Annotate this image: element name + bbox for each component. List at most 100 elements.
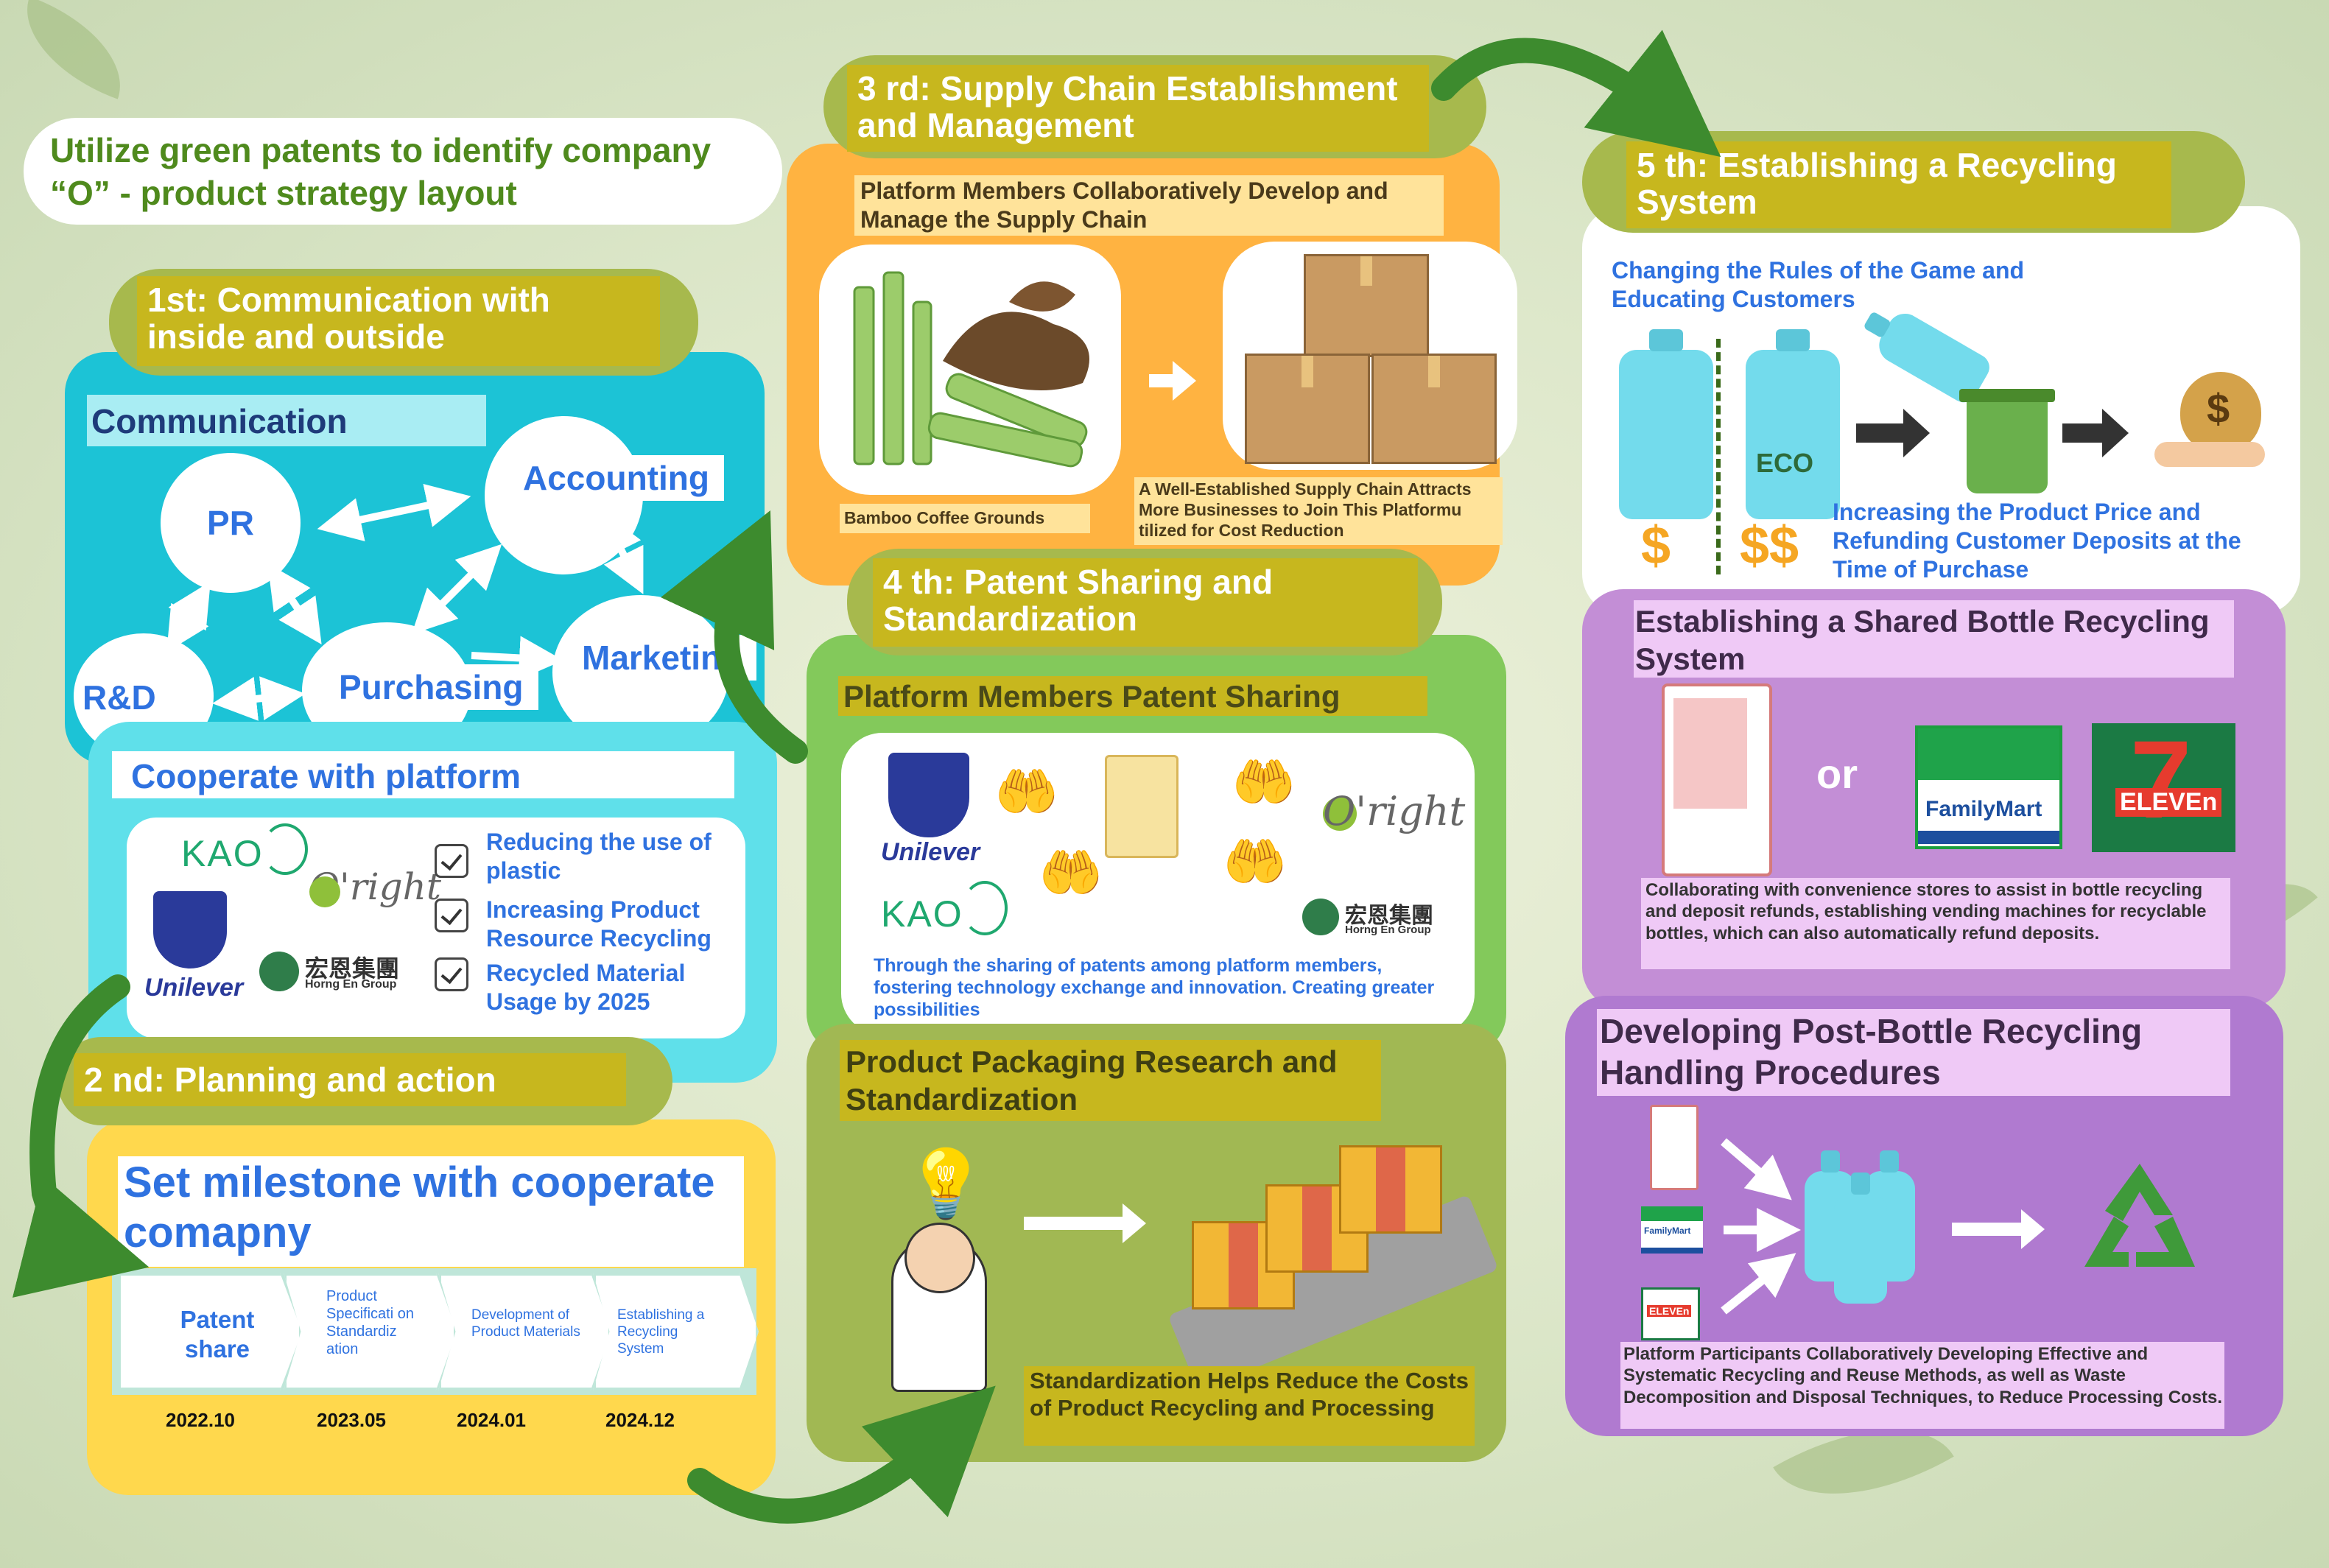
package-box-icon bbox=[1339, 1145, 1442, 1234]
funnel-arrows bbox=[1721, 1138, 1801, 1315]
patent-subtitle: Platform Members Patent Sharing bbox=[843, 679, 1341, 714]
step3-header: 3 rd: Supply Chain Establishment and Man… bbox=[847, 65, 1429, 152]
step2-header: 2 nd: Planning and action bbox=[74, 1053, 626, 1106]
horngen-sub: Horng En Group bbox=[1345, 924, 1431, 936]
kao-moon-icon bbox=[962, 881, 1008, 935]
post-title: Developing Post-Bottle Recycling Handlin… bbox=[1600, 1012, 2143, 1092]
vending-machine-window bbox=[1673, 698, 1747, 809]
dept-purchasing-label: Purchasing bbox=[324, 664, 538, 710]
milestone-date: 2022.10 bbox=[166, 1409, 235, 1431]
price-caption: Increasing the Product Price and Refundi… bbox=[1833, 499, 2241, 583]
eco-bottle-icon bbox=[1746, 329, 1840, 519]
seven-eleven-logo bbox=[2092, 723, 2235, 852]
eco-label: ECO bbox=[1756, 448, 1814, 478]
horngen-icon bbox=[1302, 899, 1339, 935]
post-title-band bbox=[1597, 1009, 2230, 1096]
unilever-u-icon bbox=[888, 753, 969, 837]
dark-arrow-icon bbox=[2062, 409, 2129, 457]
shipping-box-icon bbox=[1304, 254, 1429, 357]
unilever-u-icon bbox=[153, 891, 227, 968]
goal-item: Increasing Product Resource Recycling bbox=[486, 896, 712, 952]
goal-item: Recycled Material Usage by 2025 bbox=[486, 960, 686, 1016]
shared-title: Establishing a Shared Bottle Recycling S… bbox=[1635, 604, 2210, 677]
page-title: Utilize green patents to identify compan… bbox=[50, 131, 712, 212]
goal-check-icon bbox=[435, 844, 468, 878]
hand-give-icon: 🤲 bbox=[994, 763, 1059, 820]
or-label: or bbox=[1816, 750, 1858, 797]
familymart-green-bar bbox=[1918, 728, 2059, 780]
recycle-bin-lid bbox=[1959, 389, 2055, 402]
unilever-logo: Unilever bbox=[881, 838, 980, 866]
goal-check-icon bbox=[435, 957, 468, 991]
packaging-caption: Standardization Helps Reduce the Costs o… bbox=[1030, 1368, 1469, 1421]
horngen-sub: Horng En Group bbox=[305, 978, 397, 991]
white-arrow-icon bbox=[1952, 1209, 2045, 1249]
milestone-label: Establishing a Recycling System bbox=[617, 1307, 705, 1357]
cooperate-label: Cooperate with platform bbox=[131, 757, 521, 795]
seven-eleven-text: ELEVEn bbox=[2115, 788, 2222, 817]
dark-arrow-icon bbox=[1856, 409, 1930, 457]
bamboo-caption: Bamboo Coffee Grounds bbox=[844, 508, 1045, 527]
step5-header: 5 th: Establishing a Recycling System bbox=[1626, 141, 2171, 228]
bottle-icon bbox=[1619, 329, 1713, 519]
horngen-logo: 宏恩集團 bbox=[305, 954, 400, 982]
cooperate-label-band bbox=[112, 751, 734, 798]
oright-logo: O'right bbox=[1323, 788, 1466, 834]
oright-leaf-icon bbox=[1323, 797, 1357, 831]
recycle-icon bbox=[2084, 1164, 2195, 1267]
milestone-date: 2024.01 bbox=[457, 1409, 526, 1431]
scientist-head-icon bbox=[904, 1223, 975, 1293]
supply-subtitle-band bbox=[854, 175, 1444, 236]
goal-item: Reducing the use of plastic bbox=[486, 829, 712, 885]
bamboo-caption-band bbox=[840, 504, 1090, 533]
communication-label: Communication bbox=[91, 402, 348, 440]
packaging-arrow-icon bbox=[1024, 1203, 1146, 1243]
hand-icon bbox=[2154, 442, 2265, 467]
step4-header: 4 th: Patent Sharing and Standardization bbox=[873, 558, 1418, 647]
milestone-chevron bbox=[438, 1273, 611, 1391]
milestone-chevron bbox=[593, 1273, 759, 1391]
communication-label-band bbox=[87, 395, 486, 446]
kao-logo: KAO bbox=[881, 893, 963, 935]
packaging-title: Product Packaging Research and Standardi… bbox=[846, 1044, 1338, 1117]
packaging-caption-band bbox=[1024, 1366, 1475, 1446]
shared-caption: Collaborating with convenience stores to… bbox=[1645, 880, 2207, 943]
divider-dashed bbox=[1716, 339, 1721, 574]
dept-rd-label: R&D bbox=[82, 678, 156, 717]
milestone-label: Development of Product Materials bbox=[471, 1307, 580, 1340]
shared-title-band bbox=[1634, 600, 2234, 678]
post-caption-band bbox=[1620, 1342, 2224, 1429]
supply-arrow-icon bbox=[1149, 361, 1196, 401]
mini-familymart-icon bbox=[1641, 1206, 1703, 1254]
supply-subtitle: Platform Members Collaboratively Develop… bbox=[860, 177, 1388, 233]
hand-receive-icon: 🤲 bbox=[1223, 833, 1288, 890]
shared-caption-band bbox=[1641, 878, 2230, 969]
milestone-title-band bbox=[118, 1156, 744, 1267]
double-dollar-icon: $$ bbox=[1740, 516, 1799, 575]
unilever-logo: Unilever bbox=[144, 974, 244, 1002]
milestone-date: 2024.12 bbox=[605, 1409, 675, 1431]
goal-check-icon bbox=[435, 899, 468, 932]
lightbulb-icon: 💡 bbox=[904, 1147, 988, 1221]
step1-header: 1st: Communication with inside and outsi… bbox=[137, 276, 660, 366]
post-caption: Platform Participants Collaboratively De… bbox=[1623, 1344, 2223, 1407]
familymart-text: FamilyMart bbox=[1925, 797, 2042, 821]
oright-leaf-icon bbox=[309, 876, 340, 907]
money-bag-icon bbox=[2180, 372, 2261, 453]
patent-caption: Through the sharing of patents among pla… bbox=[874, 955, 1435, 1020]
mini-familymart-text: FamilyMart bbox=[1644, 1226, 1691, 1236]
familymart-blue-bar bbox=[1918, 831, 2059, 844]
kao-moon-icon bbox=[262, 823, 308, 875]
packaging-title-band bbox=[840, 1040, 1381, 1121]
patent-subtitle-band bbox=[838, 676, 1427, 716]
eco-bottle-group-icon bbox=[1834, 1173, 1887, 1304]
patent-document-icon bbox=[1105, 755, 1178, 858]
title-card bbox=[24, 118, 782, 225]
seven-eleven-seven: 7 bbox=[2130, 717, 2192, 841]
horngen-icon bbox=[259, 952, 299, 991]
shipping-box-icon bbox=[1245, 354, 1370, 464]
supply-caption: A Well-Established Supply Chain Attracts… bbox=[1139, 479, 1472, 541]
recycle-bin-icon bbox=[1967, 398, 2048, 493]
milestone-label: Product Specificati on Standardiz ation bbox=[326, 1288, 414, 1357]
